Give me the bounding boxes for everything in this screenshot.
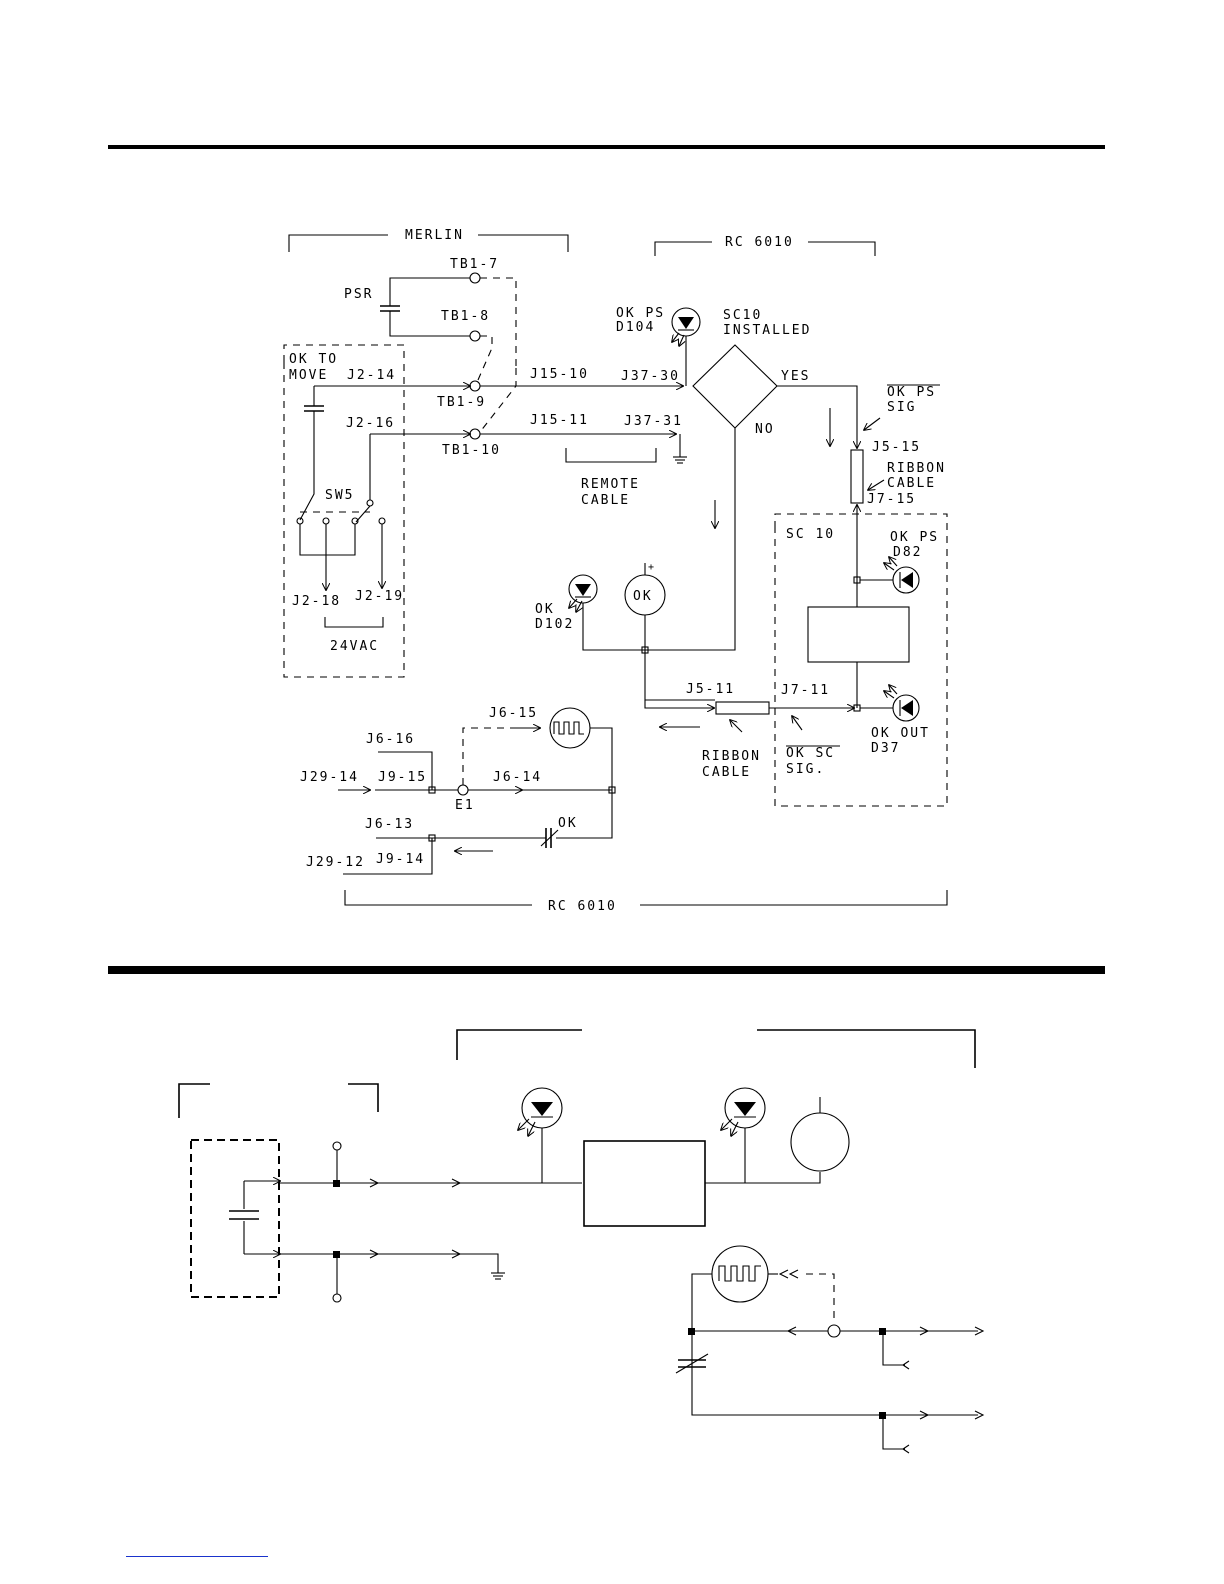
tb1-8-terminal — [469, 330, 481, 342]
ok-out-label: OK OUT — [871, 726, 930, 741]
ok-sc-label: OK SC — [786, 746, 835, 761]
d102-and-ok-meter: OK D102 OK + J5-11 J7-11 RIBBON CABLE OK… — [535, 562, 854, 780]
psr-label: PSR — [344, 287, 373, 302]
tb1-7-terminal — [469, 272, 481, 284]
e1-label: E1 — [455, 798, 475, 813]
j29-14-label: J29-14 — [300, 770, 359, 785]
d37-label: D37 — [871, 741, 900, 756]
j7-11-label: J7-11 — [781, 683, 830, 698]
j2-18-label: J2-18 — [292, 594, 341, 609]
lower-schematic — [178, 1029, 985, 1454]
merlin-bracket: MERLIN — [288, 228, 569, 252]
ok-ps-sig-label: OK PS SIG — [864, 384, 940, 430]
sig-text: SIG — [887, 400, 916, 415]
installed-label: INSTALLED — [723, 323, 811, 338]
j37-30-label: J37-30 — [621, 369, 680, 384]
page-link-underline[interactable] — [126, 1556, 268, 1557]
tb1-9-10-terminals: TB1-9 TB1-10 J15-10 J15-11 J37-30 J37-31… — [437, 367, 687, 508]
j15-10-label: J15-10 — [530, 367, 589, 382]
sw5-label: SW5 — [325, 488, 354, 503]
d104-label: D104 — [616, 320, 655, 335]
remote-label: REMOTE — [581, 477, 640, 492]
top-rule — [108, 145, 1105, 149]
middle-rule — [108, 966, 1105, 974]
tb1-10-label: TB1-10 — [442, 443, 501, 458]
tb1-9-label: TB1-9 — [437, 395, 486, 410]
logic-pcb-box: OK TO MOVE J2-14 J2-16 SW5 J2-18 J2-19 2… — [283, 344, 405, 678]
plus-label: + — [648, 562, 656, 573]
tb1-8-label: TB1-8 — [441, 309, 490, 324]
d102-ok-label: OK — [535, 602, 555, 617]
sc10-label: SC10 — [723, 308, 762, 323]
ok-to-label: OK TO — [289, 352, 338, 367]
j2-14-label: J2-14 — [347, 368, 396, 383]
sc10-module — [807, 606, 910, 663]
rc6010-top-label: RC 6010 — [725, 235, 794, 250]
ribbon-cable-top: J5-15 RIBBON CABLE J7-15 — [850, 440, 946, 530]
cable-label: CABLE — [581, 493, 630, 508]
ribbon-label: RIBBON — [887, 461, 946, 476]
psr-relay: TB1-7 PSR TB1-8 — [344, 257, 517, 381]
j5-15-label: J5-15 — [872, 440, 921, 455]
d102-label: D102 — [535, 617, 574, 632]
lower-left-circuit: J6-15 J6-16 J29-14 J9-15 E1 J6-14 J6-13 … — [300, 706, 616, 875]
sig-dot-label: SIG. — [786, 762, 825, 777]
ok-ps-sig-text: OK PS — [887, 385, 936, 400]
ok-ps-label: OK PS — [616, 306, 665, 321]
rc6010-bottom-label: RC 6010 — [548, 899, 617, 914]
j6-13-label: J6-13 — [365, 817, 414, 832]
j2-19-label: J2-19 — [355, 589, 404, 604]
j7-15-label: J7-15 — [867, 492, 916, 507]
ok-ps-d82-label: OK PS — [890, 530, 939, 545]
ok-meter-label: OK — [633, 589, 653, 604]
no-label: NO — [755, 422, 775, 437]
j2-16-label: J2-16 — [346, 416, 395, 431]
sc10-box-label: SC 10 — [786, 527, 835, 542]
yes-label: YES — [781, 369, 810, 384]
merlin-label: MERLIN — [405, 228, 464, 243]
ribbon-cable-label: CABLE — [887, 476, 936, 491]
move-label: MOVE — [289, 368, 328, 383]
rc6010-top-bracket: RC 6010 — [654, 235, 876, 256]
rc6010-bottom-bracket: RC 6010 — [344, 890, 948, 914]
ribbon2-label: RIBBON — [702, 749, 761, 764]
j6-15-label: J6-15 — [489, 706, 538, 721]
sc10-installed-decision: SC10 INSTALLED YES NO — [582, 308, 857, 651]
j5-11-label: J5-11 — [686, 682, 735, 697]
tb1-7-label: TB1-7 — [450, 257, 499, 272]
ok-to-move-circuit — [296, 386, 470, 590]
j37-31-label: J37-31 — [624, 414, 683, 429]
j9-15-label: J9-15 — [378, 770, 427, 785]
sc10-box: SC 10 OK PS D82 OK OUT D37 — [774, 513, 948, 807]
ok-relay-label: OK — [558, 816, 578, 831]
j6-14-label: J6-14 — [493, 770, 542, 785]
24vac-label: 24VAC — [330, 639, 379, 654]
j15-11-label: J15-11 — [530, 413, 589, 428]
j29-12-label: J29-12 — [306, 855, 365, 870]
d82-label: D82 — [893, 545, 922, 560]
d104-led: OK PS D104 — [616, 306, 701, 386]
cable2-label: CABLE — [702, 765, 751, 780]
j6-16-label: J6-16 — [366, 732, 415, 747]
j9-14-label: J9-14 — [376, 852, 425, 867]
